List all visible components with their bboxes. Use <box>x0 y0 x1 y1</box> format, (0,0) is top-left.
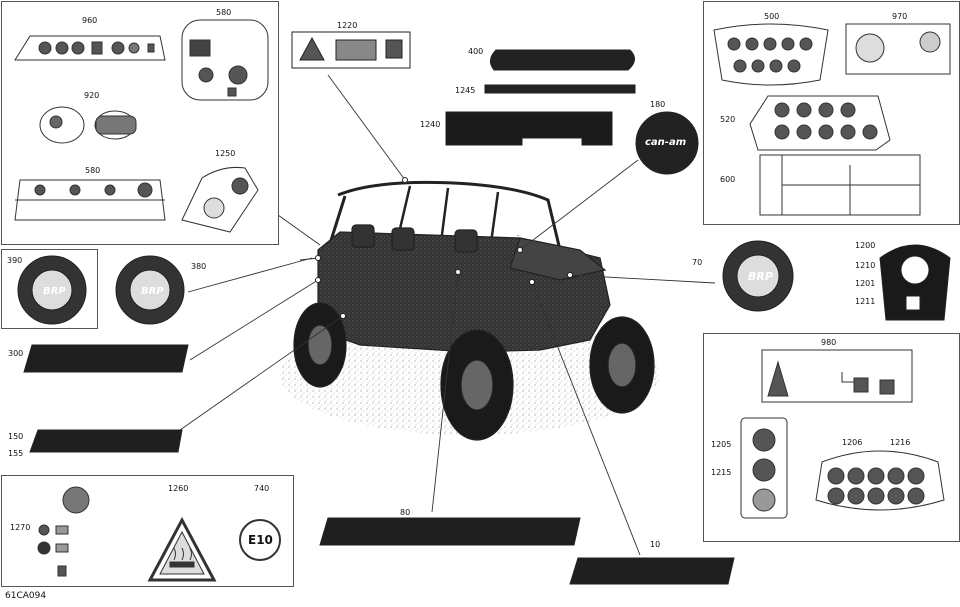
part-label-70: 70 <box>692 258 703 267</box>
part-label-155: 155 <box>8 449 24 458</box>
panel-left-logo <box>1 249 98 329</box>
part-label-1205: 1205 <box>711 440 732 449</box>
part-label-1200: 1200 <box>855 241 876 250</box>
e10-fuel-label: E10 <box>248 533 273 547</box>
part-label-1240: 1240 <box>420 120 441 129</box>
bottom-decals <box>319 517 735 585</box>
part-label-380: 380 <box>191 262 207 271</box>
leader-lines <box>179 74 716 556</box>
sticker-group-top-right <box>713 23 951 216</box>
part-label-1215: 1215 <box>711 468 732 477</box>
part-label-1206: 1206 <box>842 438 863 447</box>
part-label-10: 10 <box>650 540 661 549</box>
part-label-400: 400 <box>468 47 484 56</box>
panel-bottom-left <box>1 475 294 587</box>
panel-top-right <box>703 1 960 225</box>
part-label-150: 150 <box>8 432 24 441</box>
part-label-1220: 1220 <box>337 21 358 30</box>
part-label-580-b: 580 <box>85 166 101 175</box>
panel-top-left <box>1 1 279 245</box>
brp-logo-text-70: BRP <box>748 270 773 283</box>
sticker-group-bottom-left <box>37 486 281 582</box>
part-label-1260: 1260 <box>168 484 189 493</box>
part-label-80: 80 <box>400 508 411 517</box>
part-label-980: 980 <box>821 338 837 347</box>
part-label-1201: 1201 <box>855 279 876 288</box>
part-label-1245: 1245 <box>455 86 476 95</box>
part-label-960: 960 <box>82 16 98 25</box>
leader-dots <box>315 177 573 319</box>
part-label-520: 520 <box>720 115 736 124</box>
brp-logos <box>17 240 794 325</box>
sticker-group-top-left <box>14 19 269 233</box>
part-label-970: 970 <box>892 12 908 21</box>
panel-bottom-right <box>703 333 960 542</box>
warning-decal-1200 <box>879 244 951 321</box>
side-decals-left <box>23 344 189 453</box>
part-label-740: 740 <box>254 484 270 493</box>
canam-round-logo-text: can-am <box>645 137 687 148</box>
part-label-1211: 1211 <box>855 297 876 306</box>
part-label-1250: 1250 <box>215 149 236 158</box>
part-label-600: 600 <box>720 175 736 184</box>
part-label-300: 300 <box>8 349 24 358</box>
brp-logo-text-380: BRP <box>141 286 164 297</box>
sticker-group-bottom-right <box>740 349 945 519</box>
brp-logo-text-390: BRP <box>43 286 66 297</box>
part-label-390: 390 <box>7 256 23 265</box>
top-center-decals <box>291 31 699 175</box>
part-label-180: 180 <box>650 100 666 109</box>
part-label-920: 920 <box>84 91 100 100</box>
part-label-1216: 1216 <box>890 438 911 447</box>
vehicle-illustration <box>293 180 655 441</box>
part-label-1270: 1270 <box>10 523 31 532</box>
part-label-580: 580 <box>216 8 232 17</box>
diagram-code: 61CA094 <box>5 591 47 601</box>
part-label-1210: 1210 <box>855 261 876 270</box>
part-label-500: 500 <box>764 12 780 21</box>
